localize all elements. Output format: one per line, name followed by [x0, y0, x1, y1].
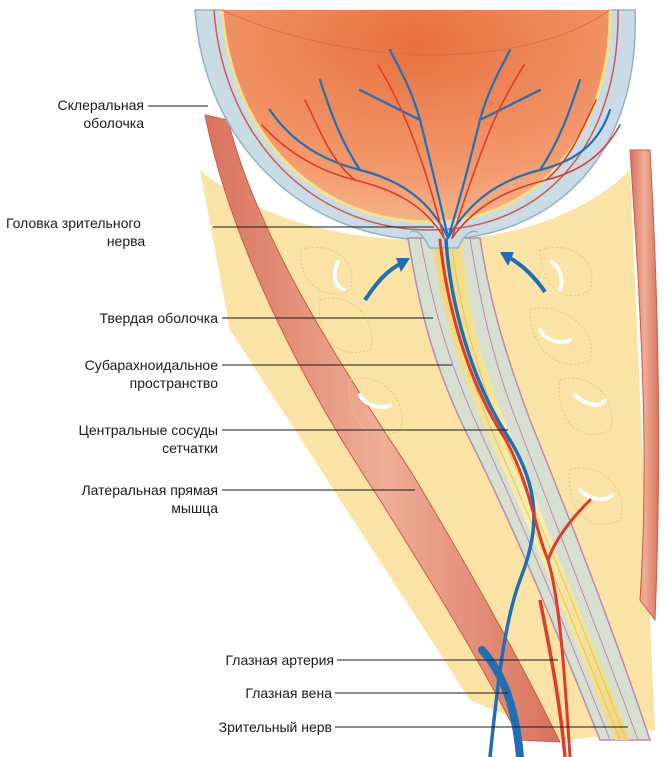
label-lateral-muscle: Латеральная прямая мышца [10, 481, 218, 517]
label-optic-head-line2: нерва [6, 232, 206, 250]
label-central-vessels: Центральные сосуды сетчатки [10, 421, 218, 457]
label-central-vessels-line2: сетчатки [10, 439, 218, 457]
label-subarachnoid: Субарахноидальное пространство [10, 356, 218, 392]
label-lateral-muscle-line2: мышца [10, 499, 218, 517]
label-optic-head-line1: Головка зрительного [6, 214, 206, 232]
label-dura: Твердая оболочка [10, 309, 218, 327]
label-ophthalmic-artery: Глазная артерия [100, 651, 334, 669]
label-central-vessels-line1: Центральные сосуды [10, 421, 218, 439]
label-subarachnoid-line2: пространство [10, 374, 218, 392]
label-sclera-line2: оболочка [10, 114, 144, 132]
label-sclera: Склеральная оболочка [10, 96, 144, 132]
label-sclera-line1: Склеральная [10, 96, 144, 114]
label-optic-nerve: Зрительный нерв [100, 718, 332, 736]
label-optic-head: Головка зрительного нерва [6, 214, 206, 250]
label-subarachnoid-line1: Субарахноидальное [10, 356, 218, 374]
label-lateral-muscle-line1: Латеральная прямая [10, 481, 218, 499]
label-ophthalmic-vein: Глазная вена [100, 684, 332, 702]
